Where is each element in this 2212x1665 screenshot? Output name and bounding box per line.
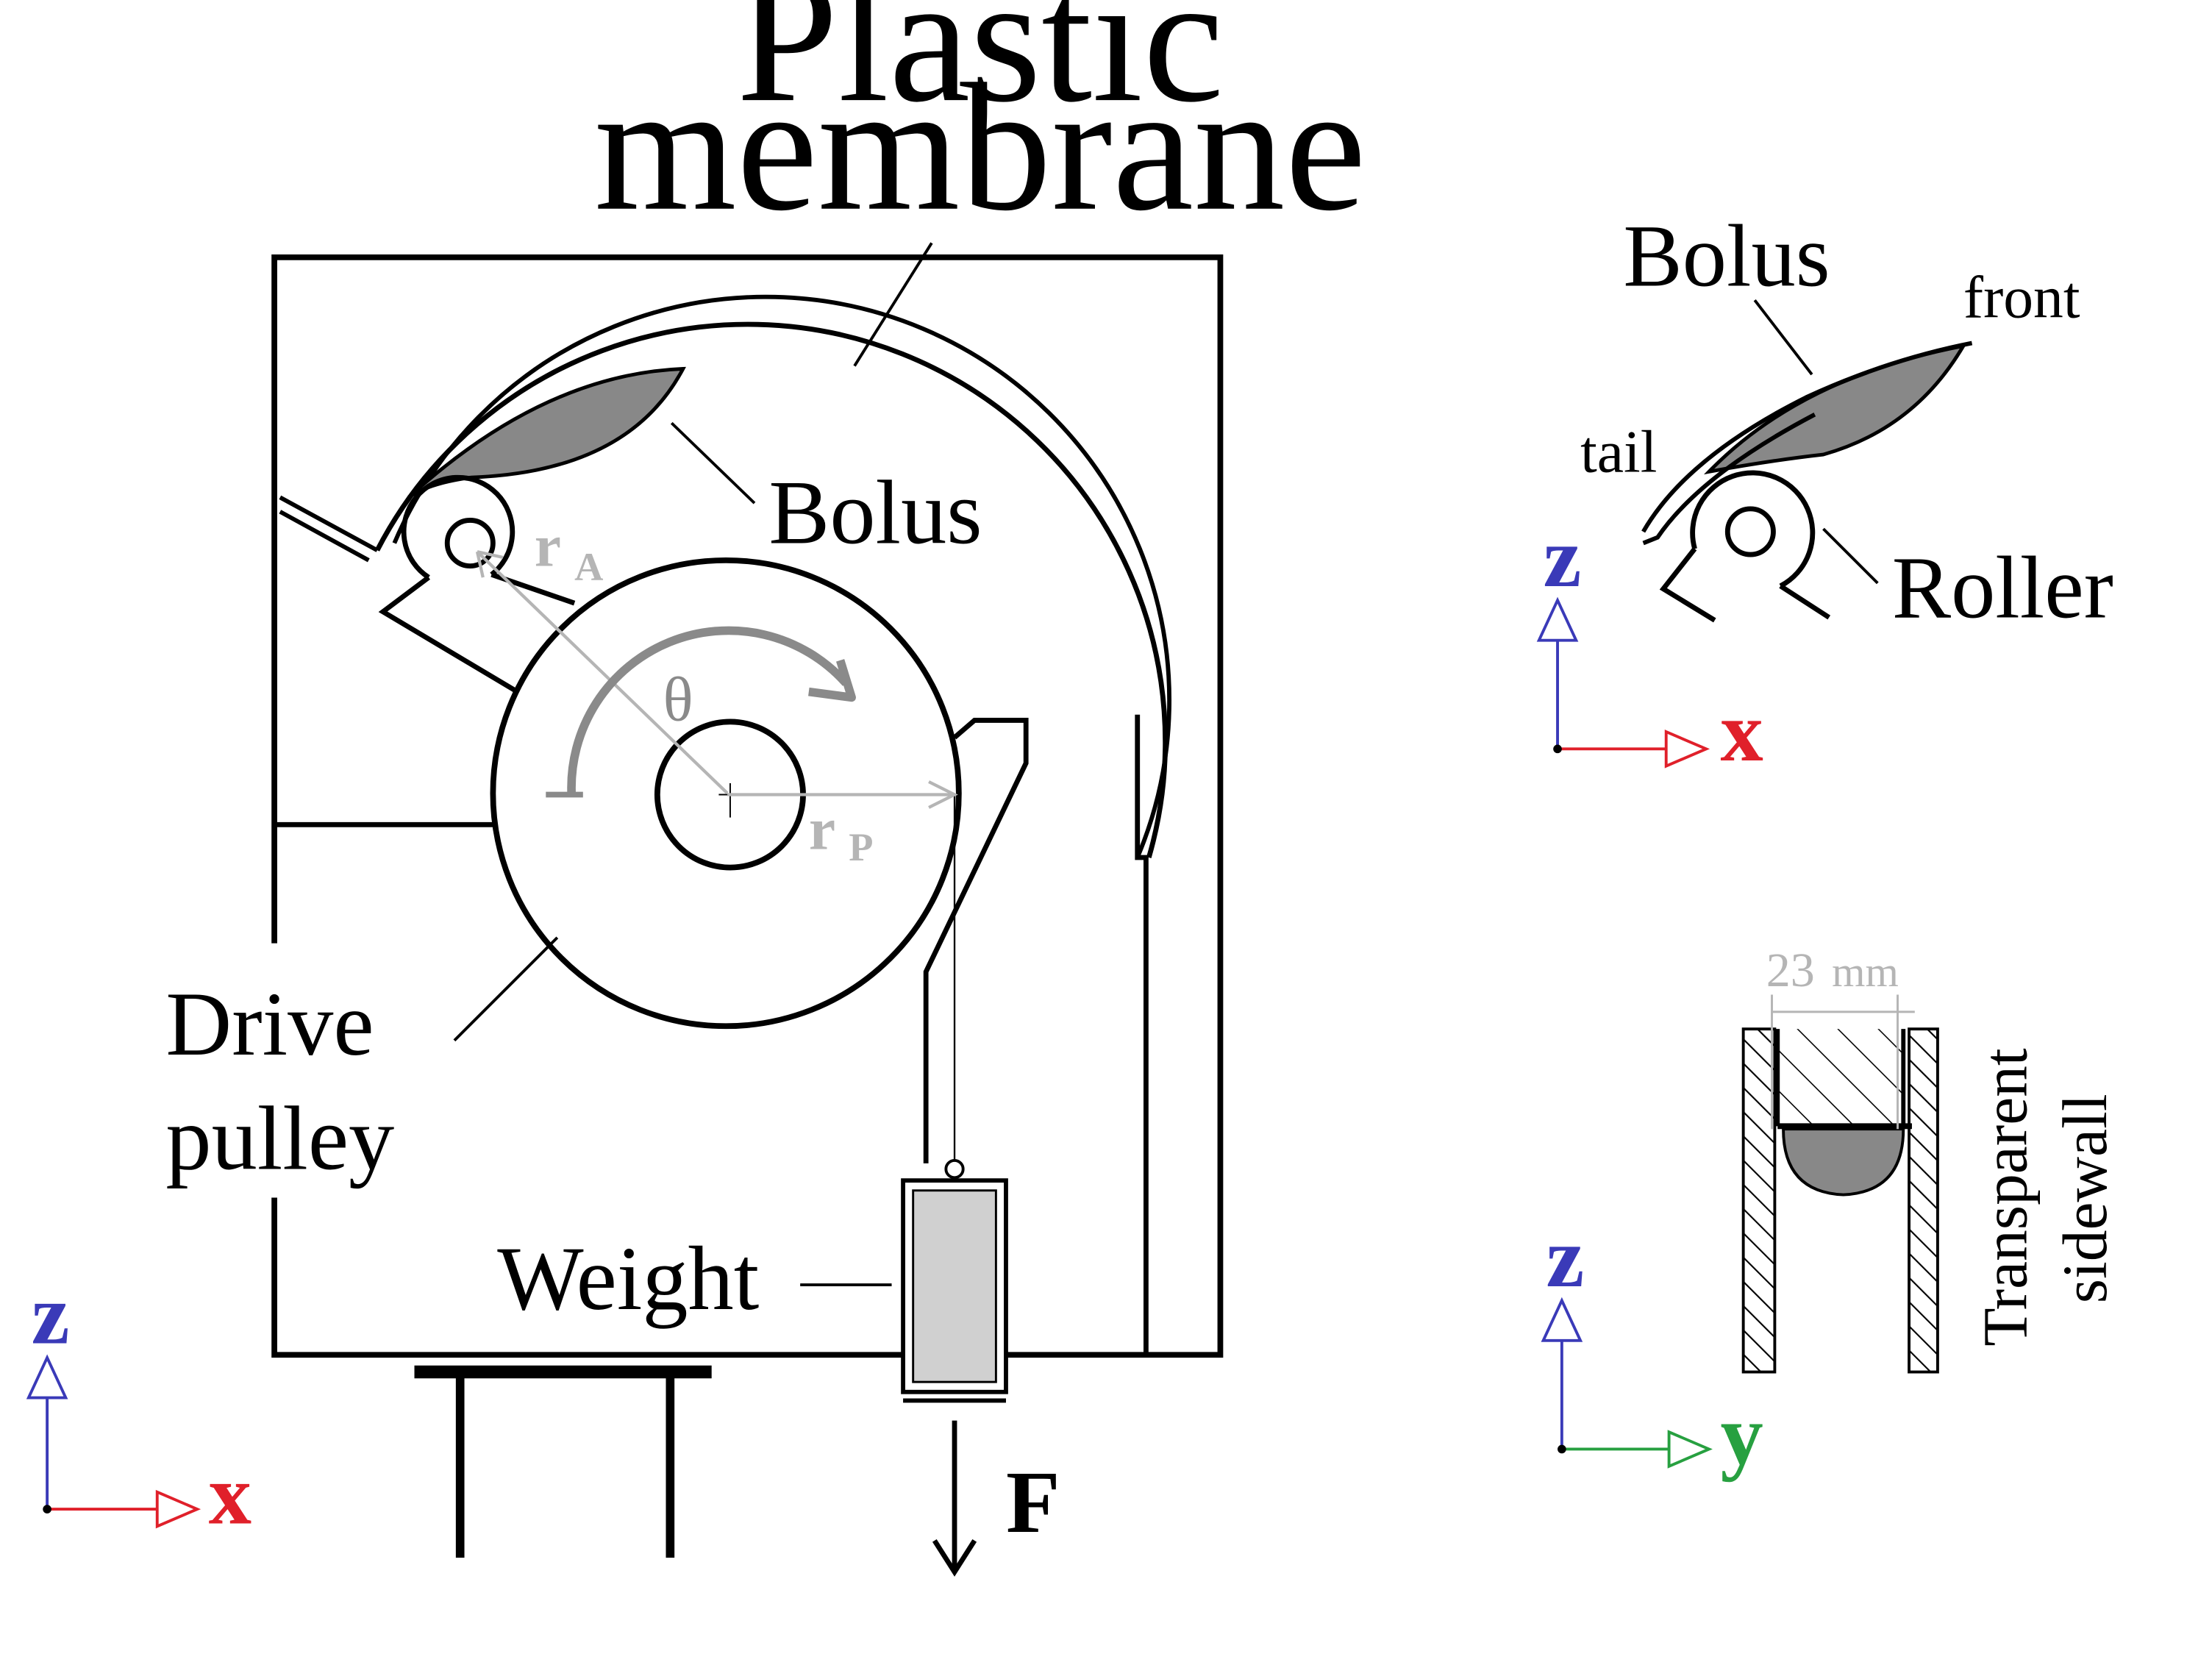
label-rp-sub: P [849, 825, 873, 869]
leader-plastic [853, 242, 933, 367]
label-bolus-detail: Bolus [1623, 208, 1830, 306]
label-tail: tail [1580, 418, 1657, 485]
leader-bolus [670, 421, 756, 505]
axes-cross: z y [1541, 1211, 1763, 1483]
geometry-annotations [475, 550, 958, 809]
channel-wall [1135, 714, 1149, 1355]
axis-cross-z: z [1546, 1211, 1584, 1305]
axis-main-x: x [209, 1448, 251, 1543]
roller-detail-circle [1724, 506, 1776, 557]
label-ra-sub: A [574, 545, 603, 589]
sidewall-left [1741, 1027, 1777, 1374]
sidewall-right [1908, 1027, 1939, 1374]
label-plastic-1: Plastic [736, 0, 1224, 140]
label-weight: Weight [497, 1227, 759, 1329]
label-drive-1: Drive [165, 973, 374, 1074]
label-drive-2: pulley [165, 1088, 394, 1189]
leader-drive [453, 936, 559, 1042]
bolus-section [1782, 1127, 1905, 1197]
axis-cross-y: y [1721, 1388, 1763, 1483]
label-front: front [1963, 263, 2080, 330]
label-theta: θ [663, 665, 693, 734]
label-sidewall-2: sidewall [2051, 1094, 2120, 1303]
main-apparatus: Plastic membrane Bolus Drive pulley Weig… [165, 0, 1366, 1577]
roller-detail: Bolus front tail Roller [1580, 208, 2113, 638]
axis-side-x: x [1721, 685, 1763, 780]
roller-section [1777, 1029, 1904, 1127]
axis-side-z: z [1544, 510, 1582, 605]
label-plastic-2: membrane [594, 46, 1366, 249]
label-rp: r [809, 795, 835, 862]
axes-main: z x [26, 1268, 251, 1543]
stand [414, 1365, 712, 1558]
plastic-membrane [279, 294, 1171, 859]
label-force: F [1006, 1454, 1060, 1552]
label-width-unit: mm [1832, 948, 1899, 996]
label-width-value: 23 [1766, 944, 1815, 997]
frame [271, 254, 1224, 1358]
label-bolus-main: Bolus [768, 462, 982, 563]
guide-bracket [923, 718, 1029, 1163]
label-sidewall-1: Transparent [1971, 1048, 2040, 1346]
cross-section: 23 mm Transparent sidewall [1741, 944, 2120, 1374]
label-ra: r [535, 513, 561, 580]
axes-side: z x [1536, 510, 1763, 780]
label-roller: Roller [1892, 540, 2113, 638]
force-arrow [932, 1420, 977, 1577]
axis-main-z: z [32, 1268, 70, 1363]
